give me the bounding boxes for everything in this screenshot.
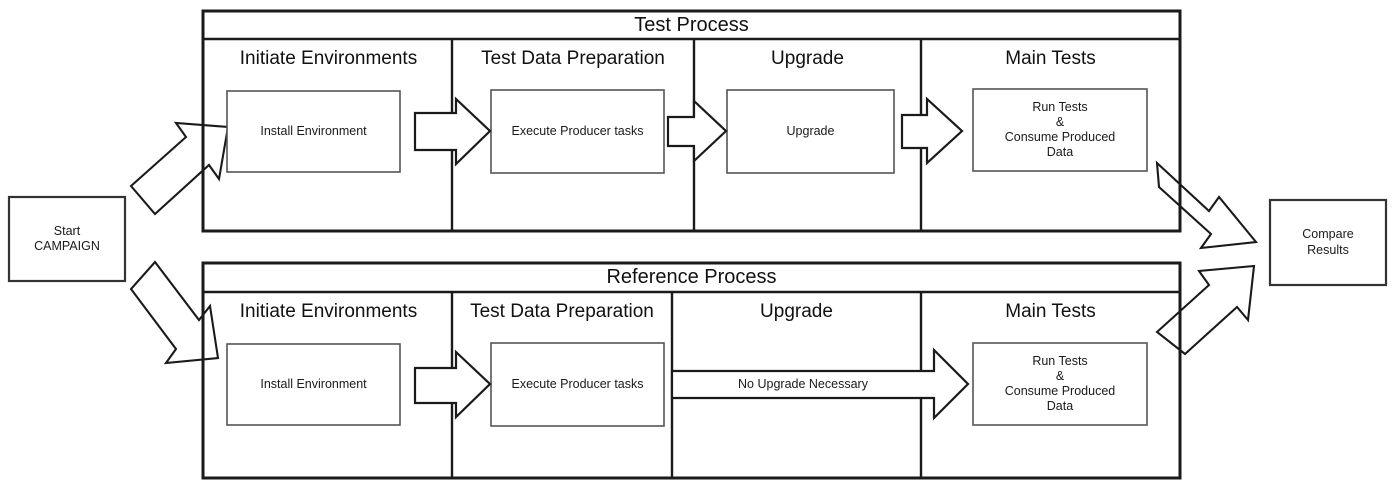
test-execute-producer-tasks-box[interactable] (490, 89, 665, 174)
arrow-test-producer-to-upgrade (666, 98, 728, 164)
arrow-test-install-to-producer (413, 96, 492, 167)
test-install-environment-box[interactable] (226, 90, 401, 173)
reference-run-tests-box[interactable] (972, 342, 1148, 426)
arrow-reference-process-to-compare (1155, 264, 1256, 356)
arrow-no-upgrade-necessary (670, 347, 970, 421)
arrow-test-process-to-compare (1155, 160, 1259, 250)
reference-install-environment-box[interactable] (226, 343, 401, 426)
reference-process-container[interactable] (201, 261, 1182, 480)
reference-execute-producer-tasks-box[interactable] (490, 342, 665, 427)
arrow-reference-install-to-producer (413, 349, 492, 420)
start-campaign-box[interactable] (7, 195, 127, 283)
compare-results-box[interactable] (1268, 198, 1388, 287)
arrow-start-to-test-process (129, 121, 230, 216)
test-process-container[interactable] (201, 9, 1182, 233)
arrow-start-to-reference-process (129, 260, 220, 365)
test-upgrade-box[interactable] (726, 89, 895, 174)
test-run-tests-box[interactable] (972, 88, 1148, 172)
arrow-test-upgrade-to-maintests (900, 96, 964, 166)
